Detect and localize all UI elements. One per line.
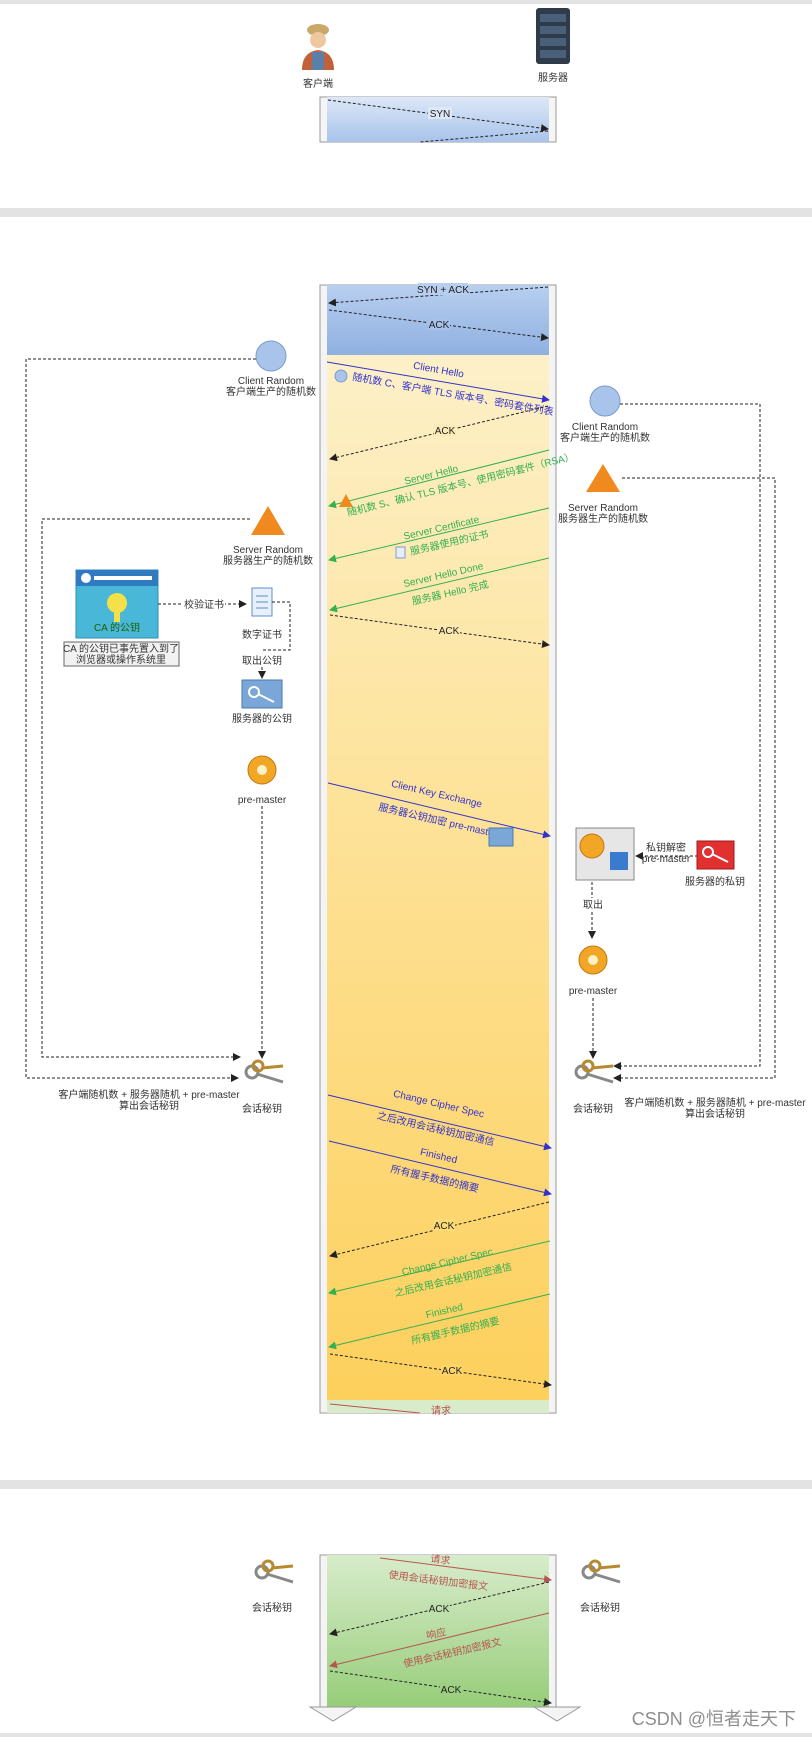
server-icon — [536, 8, 570, 64]
panel-separator-2 — [0, 1480, 812, 1489]
server-random-left-connector — [41, 518, 250, 1061]
digital-cert-label: 数字证书 — [242, 628, 282, 641]
certificate-small-icon — [395, 546, 406, 559]
client-random-left-sub: 客户端生产的随机数 — [226, 385, 316, 398]
response-arrow — [329, 1612, 550, 1669]
server-label: 服务器 — [538, 71, 568, 84]
random-s-icon — [339, 494, 353, 507]
client-hello-arrow — [326, 361, 550, 403]
pre-master-right-label: pre-master — [569, 986, 618, 997]
client-random-left-title: Client Random — [238, 376, 304, 387]
request-arrow — [379, 1557, 552, 1584]
server-certificate-arrow — [328, 507, 550, 563]
ca-note-line1: CA 的公钥已事先置入到了 — [63, 642, 179, 655]
request-cut-label: 请求 — [431, 1404, 451, 1417]
syn-ack-label: SYN + ACK — [417, 285, 469, 296]
ack5-arrow — [329, 1353, 552, 1388]
server-random-right-sub: 服务器生产的随机数 — [558, 512, 648, 525]
server-random-right-connector — [613, 477, 776, 1082]
take-out-label: 取出 — [583, 898, 603, 911]
private-decrypt-line1: 私钥解密 — [646, 841, 686, 854]
digital-certificate-icon — [251, 587, 273, 617]
session-key-right-icon — [574, 1059, 614, 1084]
private-decrypt-line2: pre-master — [642, 854, 691, 865]
calc-right-line2: 算出会话秘钥 — [685, 1107, 745, 1120]
client-lifeline-end — [308, 1706, 358, 1722]
ack6-label: ACK — [429, 1604, 450, 1615]
server-random-right-icon — [586, 464, 620, 492]
server-hello-done-arrow — [329, 557, 550, 613]
server-private-key-icon — [696, 840, 735, 870]
ca-public-key-icon — [75, 569, 159, 639]
finished-server-arrow — [328, 1293, 551, 1350]
watermark: CSDN @恒者走天下 — [631, 1709, 796, 1729]
ca-public-key-label: CA 的公钥 — [94, 621, 140, 634]
ack5-label: ACK — [442, 1366, 463, 1377]
ca-note-line2: 浏览器或操作系统里 — [76, 653, 166, 666]
pre-master-right-gear-icon — [578, 945, 608, 975]
client-random-right-title: Client Random — [572, 422, 638, 433]
server-random-left-icon — [251, 506, 285, 535]
session-key-right-label: 会话秘钥 — [573, 1102, 613, 1115]
ccs-server-arrow — [328, 1240, 551, 1296]
ca-note-box — [63, 641, 180, 667]
session-key-left-icon — [244, 1059, 284, 1084]
ack1-label: ACK — [429, 320, 450, 331]
server-public-key-icon — [241, 679, 283, 709]
ccs-client-arrow — [327, 1094, 552, 1151]
client-random-left-icon — [255, 340, 287, 372]
bottom-session-key-left-label: 会话秘钥 — [252, 1601, 292, 1614]
server-lifeline-end — [532, 1706, 582, 1722]
client-label: 客户端 — [303, 77, 333, 90]
response-label: 响应 — [425, 1625, 447, 1642]
panel-separator-1 — [0, 208, 812, 217]
bottom-session-key-left-icon — [254, 1559, 294, 1584]
syn-label: SYN — [430, 109, 451, 120]
client-random-left-connector — [25, 358, 256, 1082]
take-public-key-label: 取出公钥 — [242, 654, 282, 667]
verify-cert-label: 校验证书 — [184, 598, 224, 611]
server-random-right-title: Server Random — [568, 503, 638, 514]
client-person-icon — [302, 24, 334, 70]
client-random-right-icon — [589, 385, 621, 417]
server-random-left-title: Server Random — [233, 545, 303, 556]
bottom-session-key-right-icon — [581, 1559, 621, 1584]
ack7-label: ACK — [441, 1685, 462, 1696]
calc-left-line2: 算出会话秘钥 — [119, 1099, 179, 1112]
bottom-session-key-right-label: 会话秘钥 — [580, 1601, 620, 1614]
pre-master-left-gear-icon — [247, 755, 277, 785]
server-random-left-sub: 服务器生产的随机数 — [223, 554, 313, 567]
top-border — [0, 0, 812, 4]
server-hello-arrow — [328, 449, 550, 509]
request-label: 请求 — [430, 1552, 451, 1567]
pre-master-left-label: pre-master — [238, 795, 287, 806]
data-transfer-region — [327, 1555, 549, 1707]
bottom-border — [0, 1733, 812, 1737]
gear-lock-icon — [575, 827, 635, 881]
client-random-right-sub: 客户端生产的随机数 — [560, 431, 650, 444]
encrypted-key-icon — [488, 827, 514, 847]
syn-ack-arrow — [328, 286, 549, 307]
server-private-key-label: 服务器的私钥 — [685, 875, 745, 888]
finished-client-arrow — [328, 1140, 552, 1197]
random-c-icon — [334, 369, 348, 383]
server-public-key-label: 服务器的公钥 — [232, 712, 292, 725]
client-random-right-connector — [613, 403, 761, 1070]
calc-right-line1: 客户端随机数 + 服务器随机 + pre-master — [624, 1096, 806, 1109]
client-key-exchange-arrow — [327, 782, 551, 839]
ack2-label: ACK — [435, 426, 456, 437]
session-key-left-label: 会话秘钥 — [242, 1102, 282, 1115]
ack4-label: ACK — [434, 1221, 455, 1232]
calc-left-line1: 客户端随机数 + 服务器随机 + pre-master — [58, 1088, 240, 1101]
ack3-label: ACK — [439, 626, 460, 637]
take-key-path — [262, 601, 291, 651]
